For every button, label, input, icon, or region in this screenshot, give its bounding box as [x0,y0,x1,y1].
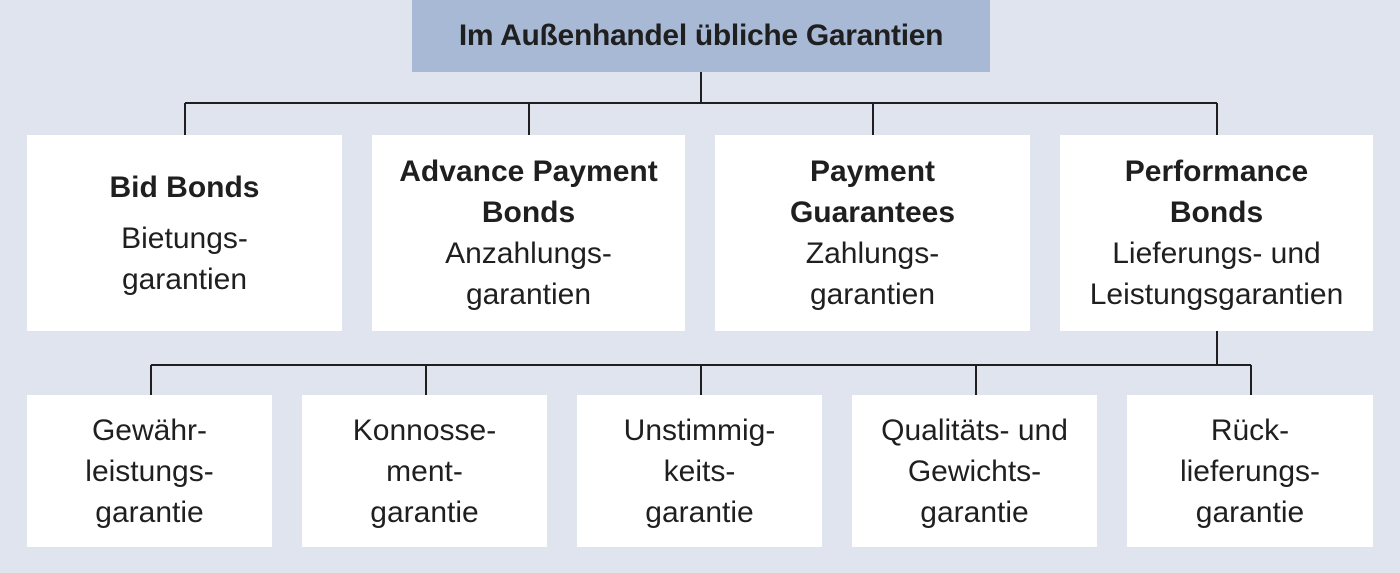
node-label: Konnosse- ment- garantie [352,413,497,529]
node-performance-bonds: Performance Bonds Lieferungs- und Leistu… [1060,135,1373,331]
node-bid-bonds: Bid Bonds Bietungs- garantien [27,135,342,331]
node-label: Gewähr- leistungs- garantie [85,413,214,529]
node-label: Qualitäts- und Gewichts- garantie [881,413,1068,529]
root-node: Im Außenhandel übliche Garantien [412,0,990,72]
node-de-label: Lieferungs- und Leistungsgarantien [1089,237,1344,311]
node-de-label: Bietungs- garantien [121,221,248,296]
node-en-label: Payment Guarantees [789,155,956,229]
node-de-label: Anzahlungs- garantien [445,237,612,311]
node-label: Rück- lieferungs- garantie [1179,413,1321,529]
node-qualitaets-gewichtsgarantie: Qualitäts- und Gewichts- garantie [852,395,1097,547]
node-de-label: Zahlungs- garantien [805,237,940,311]
root-title: Im Außenhandel übliche Garantien [458,19,944,52]
node-ruecklieferungsgarantie: Rück- lieferungs- garantie [1127,395,1373,547]
node-label: Unstimmig- keits- garantie [623,413,776,529]
node-en-label: Advance Payment Bonds [399,155,658,229]
node-advance-payment-bonds: Advance Payment Bonds Anzahlungs- garant… [372,135,685,331]
node-en-label: Performance Bonds [1124,155,1309,229]
node-gewaehrleistungsgarantie: Gewähr- leistungs- garantie [27,395,272,547]
node-konnossementgarantie: Konnosse- ment- garantie [302,395,547,547]
node-en-label: Bid Bonds [109,170,260,204]
node-payment-guarantees: Payment Guarantees Zahlungs- garantien [715,135,1030,331]
node-unstimmigkeitsgarantie: Unstimmig- keits- garantie [577,395,822,547]
